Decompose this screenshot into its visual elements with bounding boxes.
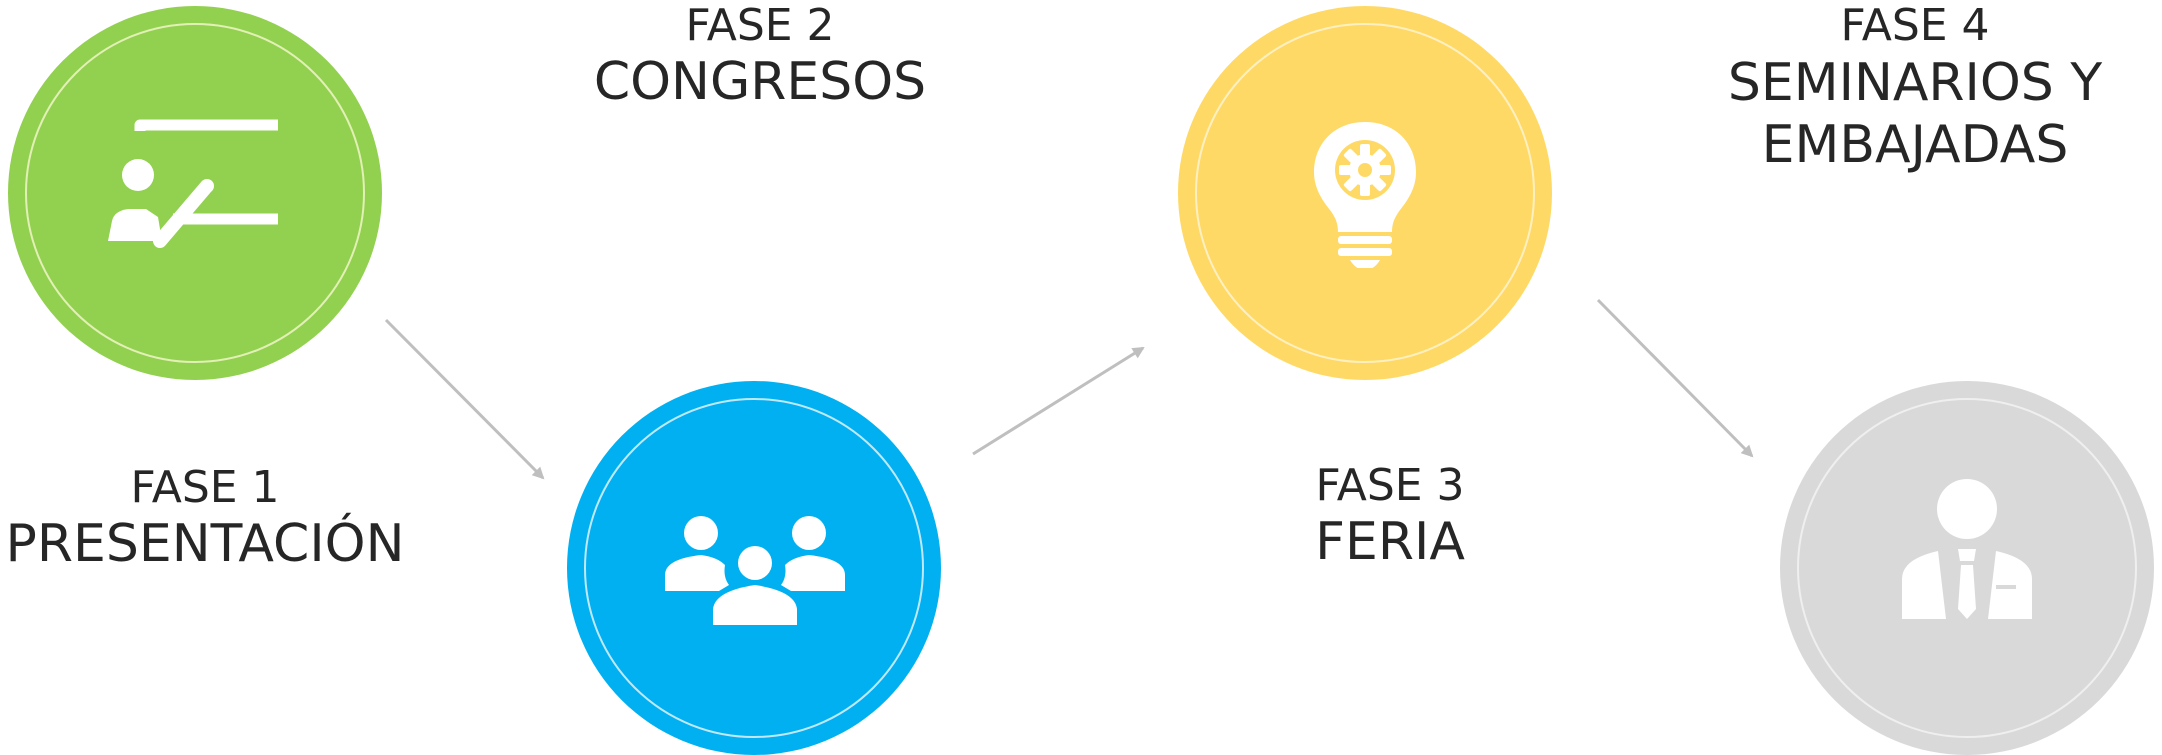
phase4-number: FASE 4: [1840, 0, 1990, 51]
arrow-phase2-to-phase3: [972, 346, 1145, 456]
phase3-inner-ring: [1195, 23, 1535, 363]
phase1-title: PRESENTACIÓN: [5, 513, 405, 574]
phase2-title: CONGRESOS: [593, 51, 927, 112]
people-group-icon: [665, 516, 845, 625]
businessman-icon: [1902, 479, 2032, 619]
phase1-number: FASE 1: [130, 462, 280, 513]
phase4-title-line1: SEMINARIOS Y: [1727, 52, 2103, 113]
presentation-board-icon: [108, 119, 278, 248]
phase4-inner-ring: [1797, 398, 2137, 738]
phase3-label: FASE 3 FERIA: [1190, 460, 1590, 573]
phase4-label: FASE 4 SEMINARIOS Y EMBAJADAS: [1700, 0, 2130, 177]
lightbulb-gear-icon: [1314, 122, 1416, 268]
phase3-title: FERIA: [1315, 511, 1465, 572]
phase4-circle: [1780, 381, 2154, 755]
phase2-circle: [567, 381, 941, 755]
arrow-phase1-to-phase2: [384, 318, 545, 480]
phase1-inner-ring: [25, 23, 365, 363]
phase3-circle: [1178, 6, 1552, 380]
phase2-inner-ring: [584, 398, 924, 738]
phase3-number: FASE 3: [1315, 460, 1465, 511]
arrow-phase3-to-phase4: [1596, 298, 1754, 458]
phase4-title-line2: EMBAJADAS: [1761, 115, 2069, 176]
phase2-number: FASE 2: [685, 0, 835, 51]
phase1-label: FASE 1 PRESENTACIÓN: [0, 462, 410, 575]
phase1-circle: [8, 6, 382, 380]
phase2-label: FASE 2 CONGRESOS: [560, 0, 960, 113]
